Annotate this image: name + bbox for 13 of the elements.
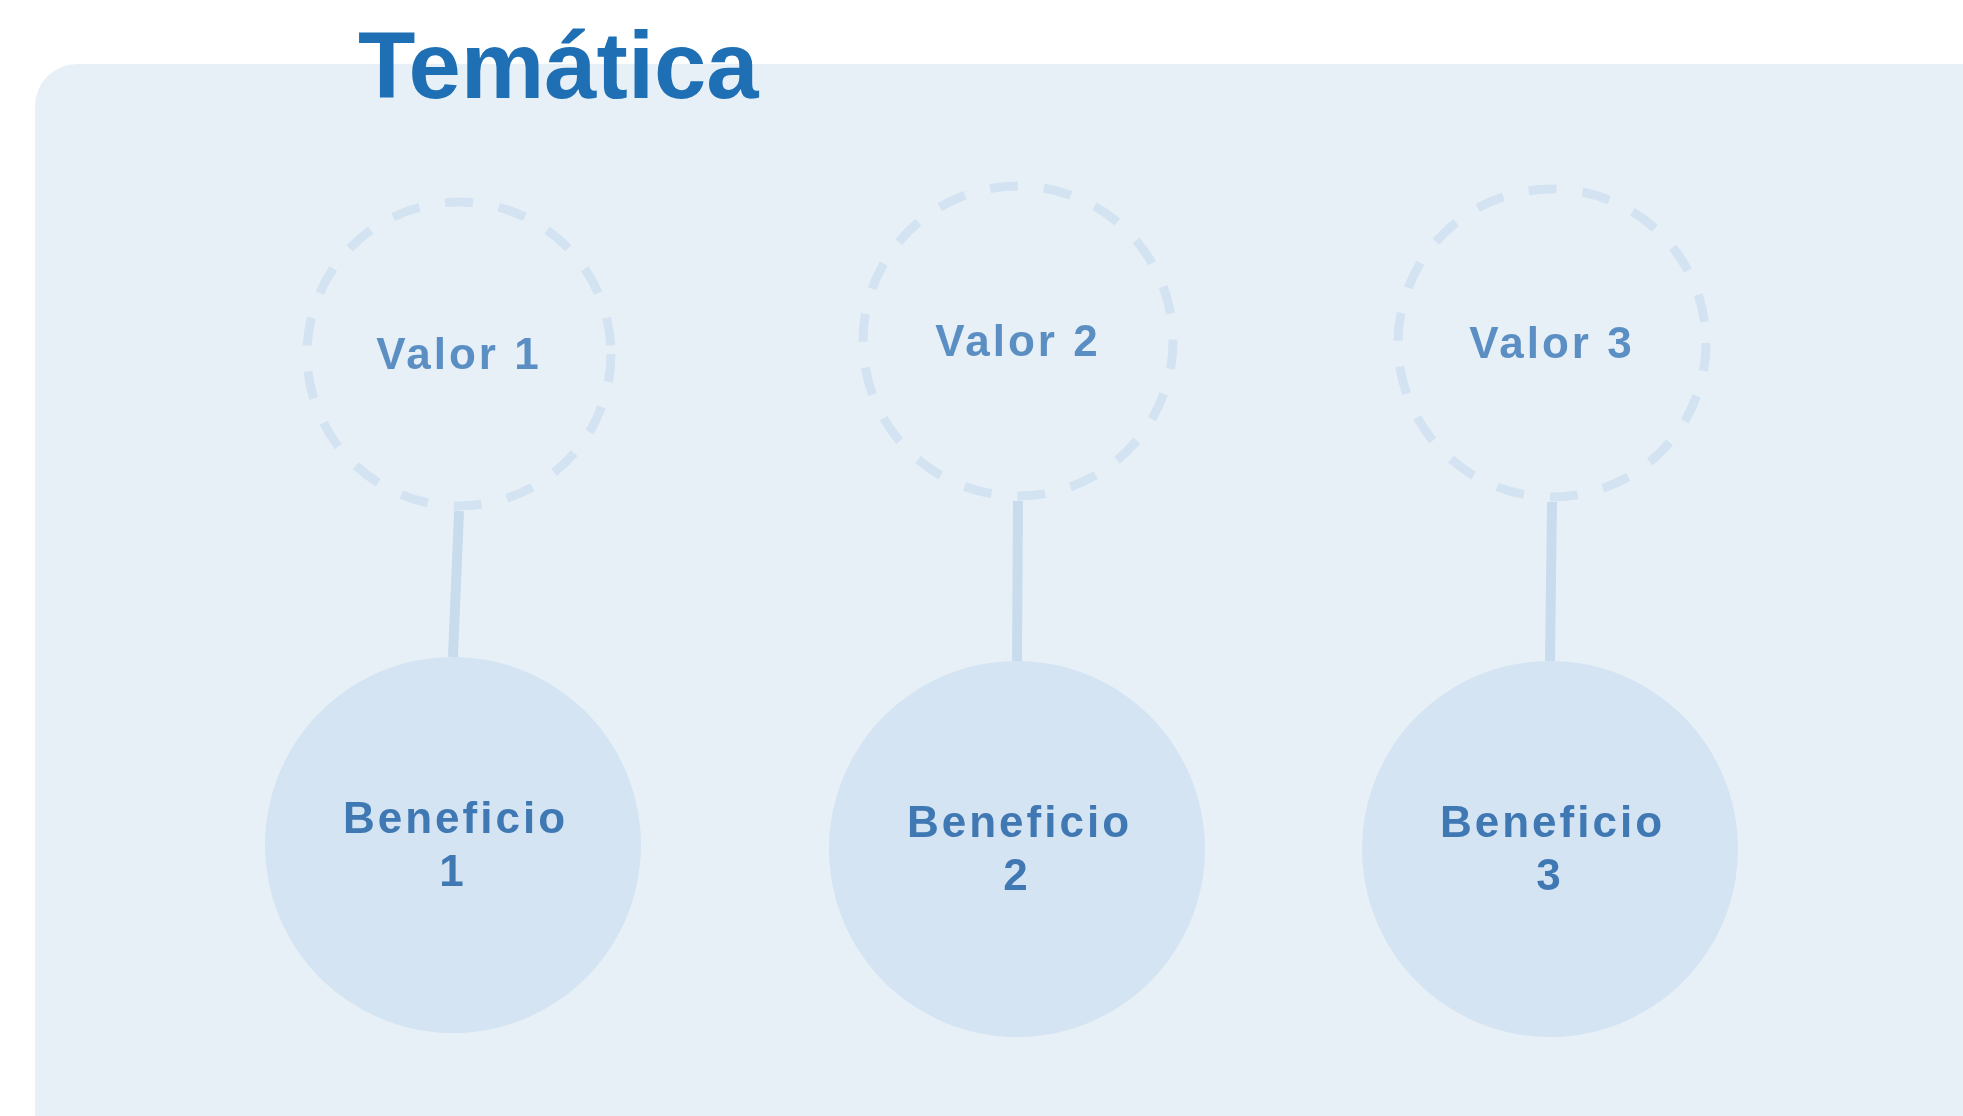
node-label: Beneficio 3 [1440, 796, 1660, 901]
node-label: Valor 3 [1468, 316, 1636, 369]
dashed-circle [1393, 184, 1711, 502]
dashed-circle [302, 197, 616, 511]
node-label: Valor 2 [934, 314, 1102, 367]
node-label: Beneficio 1 [343, 792, 563, 897]
title: Temática [358, 14, 759, 118]
connector-line [1545, 501, 1557, 662]
connector-line [448, 510, 464, 658]
dashed-circle [858, 181, 1178, 501]
node-label: Valor 1 [375, 327, 543, 380]
connector-line [1012, 500, 1023, 662]
node-label: Beneficio 2 [907, 796, 1127, 901]
